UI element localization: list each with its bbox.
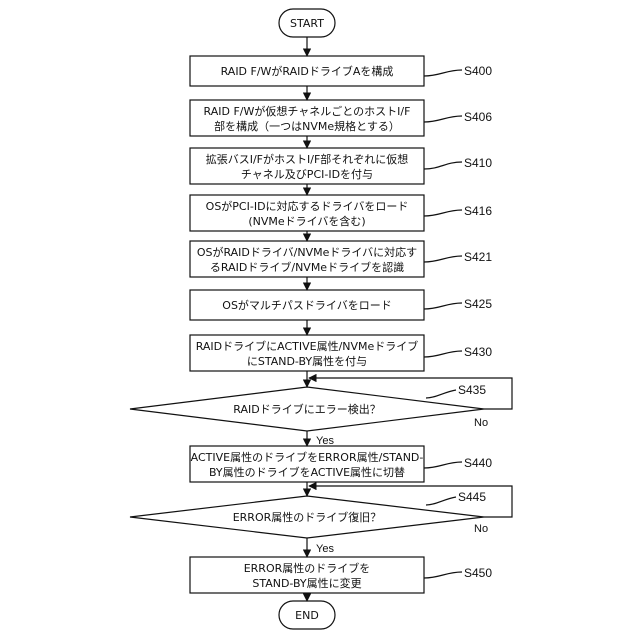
end-label: END — [295, 609, 319, 622]
step-labels: S400 S406 S410 S416 S421 S425 S430 S435 … — [424, 64, 492, 580]
decision-text: ERROR属性のドライブ復旧？ — [233, 510, 382, 524]
step-label: S406 — [464, 110, 492, 124]
step-label: S435 — [458, 383, 486, 397]
label-leader — [424, 256, 462, 262]
step-label: S410 — [464, 156, 492, 170]
start-label: START — [290, 17, 324, 30]
label-leader — [424, 572, 462, 578]
process-step-s421: OSがRAIDドライバ/NVMeドライバに対応す るRAIDドライブ/NVMeド… — [190, 241, 424, 277]
step-text-line: 拡張バスI/FがホストI/F部それぞれに仮想 — [206, 152, 409, 166]
process-step-s440: ACTIVE属性のドライブをERROR属性/STAND- BY属性のドライブをA… — [190, 446, 424, 482]
label-leader — [424, 303, 462, 309]
decision-text: RAIDドライブにエラー検出？ — [233, 402, 380, 416]
label-leader — [424, 210, 462, 216]
step-label: S400 — [464, 64, 492, 78]
process-step-s410: 拡張バスI/FがホストI/F部それぞれに仮想 チャネル及びPCI-IDを付与 — [190, 148, 424, 184]
label-leader — [424, 116, 462, 122]
label-leader — [426, 390, 456, 398]
step-text-line: RAID F/WがRAIDドライブAを構成 — [221, 64, 394, 78]
step-text-line: RAIDドライブにACTIVE属性/NVMeドライブ — [196, 339, 419, 353]
label-leader — [424, 462, 462, 468]
step-text-line: チャネル及びPCI-IDを付与 — [241, 168, 373, 181]
step-text-line: OSがマルチパスドライバをロード — [222, 298, 391, 312]
end-terminal: END — [279, 601, 335, 629]
step-label: S425 — [464, 297, 492, 311]
yes-label: Yes — [316, 543, 334, 555]
step-text-line: OSがPCI-IDに対応するドライバをロード — [206, 199, 409, 213]
step-text-line: 部を構成（一つはNVMe規格とする） — [214, 119, 400, 133]
process-step-s425: OSがマルチパスドライバをロード — [190, 290, 424, 320]
step-text-line: RAID F/Wが仮想チャネルごとのホストI/F — [204, 104, 411, 118]
label-leader — [424, 162, 462, 169]
process-step-s450: ERROR属性のドライブを STAND-BY属性に変更 — [190, 557, 424, 593]
step-label: S450 — [464, 566, 492, 580]
step-label: S440 — [464, 456, 492, 470]
process-step-s430: RAIDドライブにACTIVE属性/NVMeドライブ にSTAND-BY属性を付… — [190, 335, 424, 371]
step-label: S445 — [458, 490, 486, 504]
label-leader — [426, 497, 456, 505]
step-label: S416 — [464, 204, 492, 218]
step-label: S421 — [464, 250, 492, 264]
label-leader — [424, 351, 462, 357]
step-text-line: STAND-BY属性に変更 — [252, 576, 361, 590]
no-label: No — [474, 417, 488, 429]
step-text-line: ACTIVE属性のドライブをERROR属性/STAND- — [191, 450, 424, 464]
yes-label: Yes — [316, 435, 334, 447]
decision-s435: RAIDドライブにエラー検出？ — [130, 387, 484, 431]
step-text-line: BY属性のドライブをACTIVE属性に切替 — [209, 465, 405, 479]
step-text-line: るRAIDドライブ/NVMeドライブを認識 — [210, 260, 404, 274]
label-leader — [424, 70, 462, 76]
process-step-s406: RAID F/Wが仮想チャネルごとのホストI/F 部を構成（一つはNVMe規格と… — [190, 100, 424, 136]
step-text-line: OSがRAIDドライバ/NVMeドライバに対応す — [197, 245, 417, 259]
no-label: No — [474, 523, 488, 535]
process-step-s400: RAID F/WがRAIDドライブAを構成 — [190, 56, 424, 86]
step-text-line: にSTAND-BY属性を付与 — [247, 354, 367, 368]
step-text-line: (NVMeドライバを含む) — [248, 214, 365, 228]
process-step-s416: OSがPCI-IDに対応するドライバをロード (NVMeドライバを含む) — [190, 195, 424, 231]
step-text-line: ERROR属性のドライブを — [244, 561, 371, 575]
start-terminal: START — [279, 9, 335, 37]
step-label: S430 — [464, 345, 492, 359]
decision-s445: ERROR属性のドライブ復旧？ — [130, 496, 484, 538]
